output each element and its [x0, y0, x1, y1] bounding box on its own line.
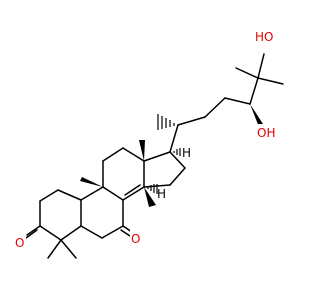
wedge-methyl-c14: [144, 187, 156, 207]
side-chain: [169, 67, 284, 153]
double-bond-c8-c9: [124, 184, 141, 196]
label-o-ketone-left: O: [15, 236, 24, 250]
ring-c: [102, 147, 145, 201]
wedge-methyl-c13: [139, 140, 145, 161]
molecule-canvas: HO OH O O H H: [14, 28, 284, 259]
label-ho-top: HO: [255, 30, 273, 44]
ring-b: [80, 186, 124, 239]
label-oh-side: OH: [257, 126, 275, 140]
label-h-c14: H: [157, 187, 166, 201]
wedge-oh-c24: [250, 104, 263, 127]
wedge-methyl-c10: [80, 177, 103, 187]
hash-h-c17: [173, 148, 181, 156]
hash-methyl-c20: [157, 114, 175, 130]
hash-h-c14: [147, 184, 158, 194]
bond-c25-oh: [257, 53, 265, 79]
label-h-c17: H: [182, 146, 191, 160]
label-o-ketone-right: O: [131, 232, 140, 246]
structure-diagram: HO OH O O H H: [14, 28, 284, 259]
ketone-c3: [25, 225, 41, 239]
gem-dimethyl-c4: [47, 239, 77, 259]
ring-a: [39, 189, 82, 241]
ring-d: [143, 151, 186, 188]
